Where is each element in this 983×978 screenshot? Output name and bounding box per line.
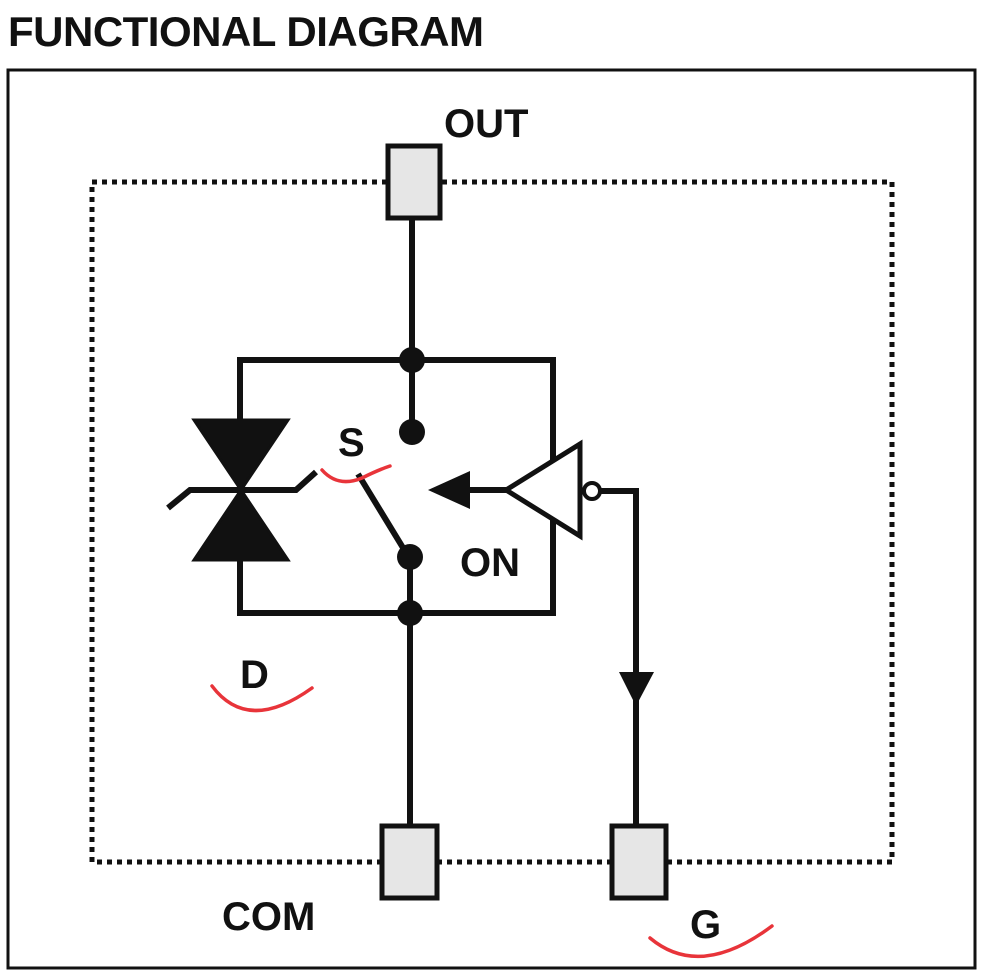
package-boundary bbox=[89, 179, 895, 865]
junction-dot-top bbox=[399, 347, 425, 373]
junction-dot-bottom bbox=[397, 600, 423, 626]
switch-contact-top bbox=[399, 419, 425, 445]
inverter-buffer bbox=[501, 439, 583, 541]
page-title: FUNCTIONAL DIAGRAM bbox=[8, 8, 484, 55]
inverter-bubble bbox=[582, 481, 602, 501]
s-label: S bbox=[338, 421, 365, 465]
g-label: G bbox=[690, 903, 721, 947]
annotation-mark-g bbox=[648, 924, 774, 959]
switch-contact-bottom bbox=[397, 544, 423, 570]
annotation-mark-d bbox=[210, 684, 314, 713]
out-label: OUT bbox=[444, 102, 528, 146]
on-label: ON bbox=[460, 541, 520, 585]
g-arrowhead bbox=[619, 672, 654, 706]
com-label: COM bbox=[222, 895, 315, 939]
g-pin bbox=[609, 823, 669, 901]
com-pin bbox=[379, 823, 440, 901]
tvs-diode-symbol bbox=[166, 418, 319, 562]
switch-arm bbox=[355, 472, 411, 558]
annotation-mark-s bbox=[320, 464, 392, 484]
g-wire bbox=[600, 488, 639, 826]
d-label: D bbox=[240, 653, 269, 697]
control-arrowhead bbox=[428, 471, 470, 509]
out-pin bbox=[385, 143, 443, 221]
outer-frame bbox=[6, 68, 977, 970]
inner-loop bbox=[237, 357, 556, 616]
